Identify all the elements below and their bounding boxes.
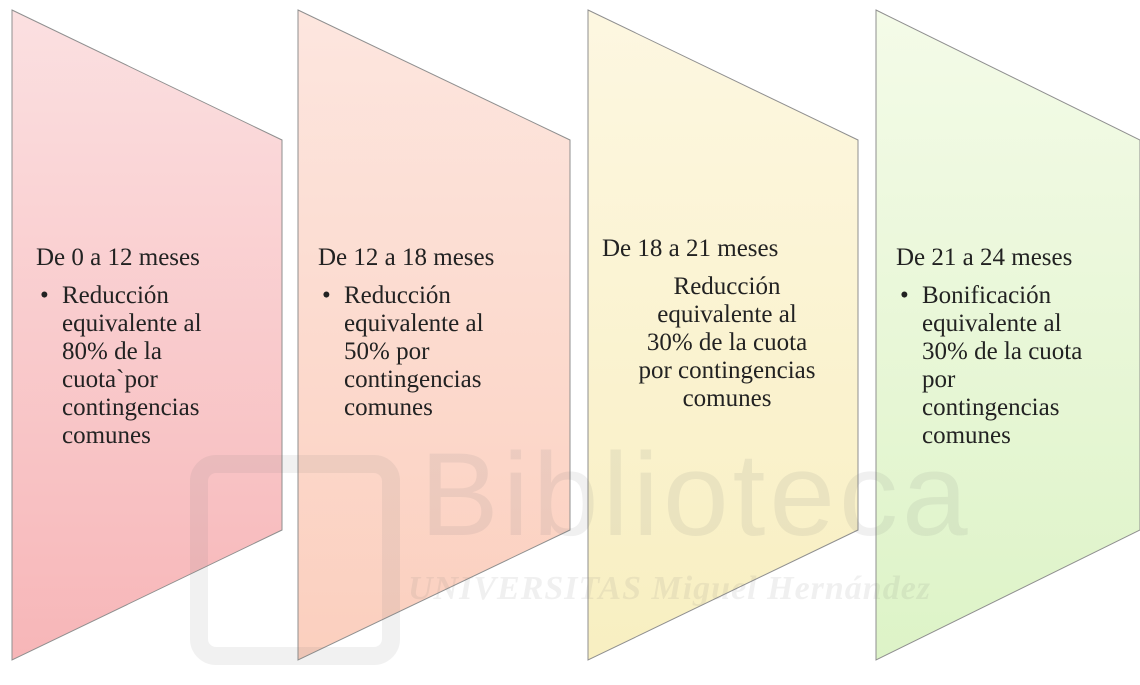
bullet-icon: •	[40, 282, 49, 309]
description-line: 80% de la	[62, 338, 162, 365]
panel-title: De 18 a 21 meses	[602, 235, 779, 262]
description-line: comunes	[62, 422, 151, 449]
timeline-panel-4	[875, 9, 1140, 661]
description-line: equivalente al	[657, 301, 797, 328]
panel-title: De 21 a 24 meses	[896, 244, 1073, 271]
description-line: por	[922, 366, 956, 393]
description-line: cuota`por	[62, 366, 158, 393]
description-line: Reducción	[62, 282, 169, 309]
description-line: Bonificación	[922, 282, 1052, 309]
timeline-panel-1	[11, 9, 283, 661]
description-line: 30% de la cuota	[646, 329, 808, 356]
description-line: 50% por	[344, 338, 430, 365]
description-line: contingencias	[344, 366, 482, 393]
panel-title: De 0 a 12 meses	[36, 244, 200, 271]
description-line: contingencias	[922, 394, 1060, 421]
description-line: 30% de la cuota	[922, 338, 1083, 365]
timeline-diagram	[11, 9, 1140, 661]
description-line: equivalente al	[922, 310, 1062, 337]
timeline-panel-3	[587, 9, 859, 661]
description-line: equivalente al	[344, 310, 484, 337]
bullet-icon: •	[322, 282, 331, 309]
description-line: por contingencias	[638, 357, 816, 384]
description-line: comunes	[344, 394, 433, 421]
description-line: equivalente al	[62, 310, 202, 337]
description-line: comunes	[682, 385, 772, 412]
bullet-icon: •	[900, 282, 909, 309]
description-line: comunes	[922, 422, 1011, 449]
description-line: contingencias	[62, 394, 200, 421]
description-line: Reducción	[673, 273, 781, 300]
panel-title: De 12 a 18 meses	[318, 244, 495, 271]
description-line: Reducción	[344, 282, 451, 309]
timeline-panel-2	[297, 9, 571, 661]
